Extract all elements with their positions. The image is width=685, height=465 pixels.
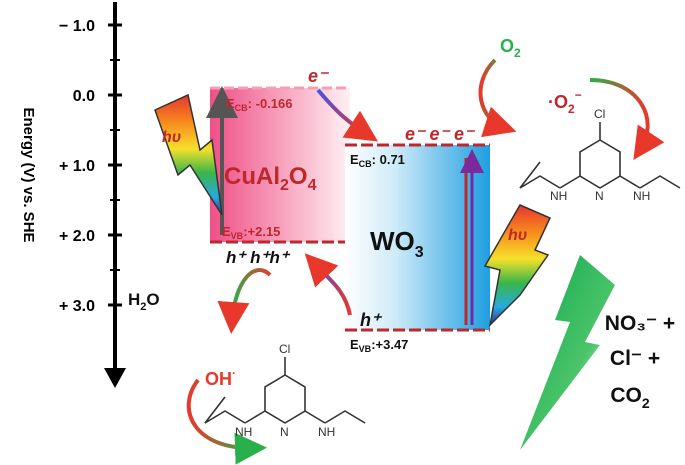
svg-text:N: N xyxy=(595,189,604,203)
o2-label: O2 xyxy=(500,36,521,60)
cual2o4-electron: e⁻ xyxy=(308,66,330,86)
cual2o4-evb: EVB:+2.15 xyxy=(222,224,280,241)
degradation-bolt-icon xyxy=(520,255,615,450)
electron-transfer-arrow xyxy=(316,88,379,142)
axis-ticks: − 1.0 0.0 + 1.0 + 2.0 + 3.0 xyxy=(59,18,122,315)
light-bolt-right-icon: hυ xyxy=(483,204,552,328)
axis-tick-label: + 3.0 xyxy=(59,298,95,315)
cual2o4-holes: h⁺ h⁺h⁺ xyxy=(226,248,291,267)
axis-title: Energy (V) vs. SHE xyxy=(20,107,37,242)
svg-text:NH: NH xyxy=(550,189,567,203)
hydroxyl-label: OH· xyxy=(205,366,236,389)
cual2o4-band: CuAl2O4 ECB: -0.166 EVB:+2.15 h⁺ h⁺h⁺ e⁻ xyxy=(206,66,350,267)
axis-tick-label: − 1.0 xyxy=(59,18,95,35)
superoxide-label: ·O2− xyxy=(548,88,582,116)
cual2o4-ecb: ECB: -0.166 xyxy=(226,96,292,113)
hydroxyl-cycle: H2O OH· xyxy=(128,268,272,465)
cual2o4-label: CuAl2O4 xyxy=(224,163,317,194)
wo3-ecb: ECB: 0.71 xyxy=(350,152,405,169)
light-bolt-left-icon: hυ xyxy=(154,93,223,216)
wo3-electrons: e⁻ e⁻ e⁻ xyxy=(405,124,476,144)
products: NO₃⁻ + Cl⁻ + CO2 xyxy=(605,312,675,411)
svg-text:NH: NH xyxy=(235,425,252,439)
product-nitrate: NO₃⁻ + xyxy=(605,312,675,335)
product-chloride: Cl⁻ + xyxy=(610,347,660,370)
superoxide-cycle: O2 ·O2− xyxy=(478,36,665,160)
energy-axis: Energy (V) vs. SHE − 1.0 0.0 + 1.0 + 2.0 + 3… xyxy=(20,2,126,388)
svg-text:Cl: Cl xyxy=(279,342,290,356)
wo3-label: WO3 xyxy=(370,226,424,261)
svg-text:NH: NH xyxy=(633,189,650,203)
atrazine-molecule-top: Cl NH NH N xyxy=(519,107,681,203)
svg-text:N: N xyxy=(280,425,289,439)
wo3-band: WO3 ECB: 0.71 EVB:+3.47 e⁻ e⁻ e⁻ h⁺ xyxy=(345,124,490,354)
hv-right: hυ xyxy=(508,227,527,244)
product-co2: CO2 xyxy=(610,384,650,411)
hole-transfer-arrow xyxy=(304,253,352,316)
wo3-hole: h⁺ xyxy=(360,310,383,330)
axis-tick-label: + 1.0 xyxy=(59,158,95,175)
svg-text:Cl: Cl xyxy=(594,107,605,121)
water-label: H2O xyxy=(128,290,160,313)
hv-left: hυ xyxy=(162,129,181,146)
axis-tick-label: 0.0 xyxy=(73,88,95,105)
axis-tick-label: + 2.0 xyxy=(59,228,95,245)
atrazine-molecule-bottom: Cl NH NH N xyxy=(204,342,366,439)
svg-text:NH: NH xyxy=(318,425,335,439)
wo3-evb: EVB:+3.47 xyxy=(350,337,408,354)
